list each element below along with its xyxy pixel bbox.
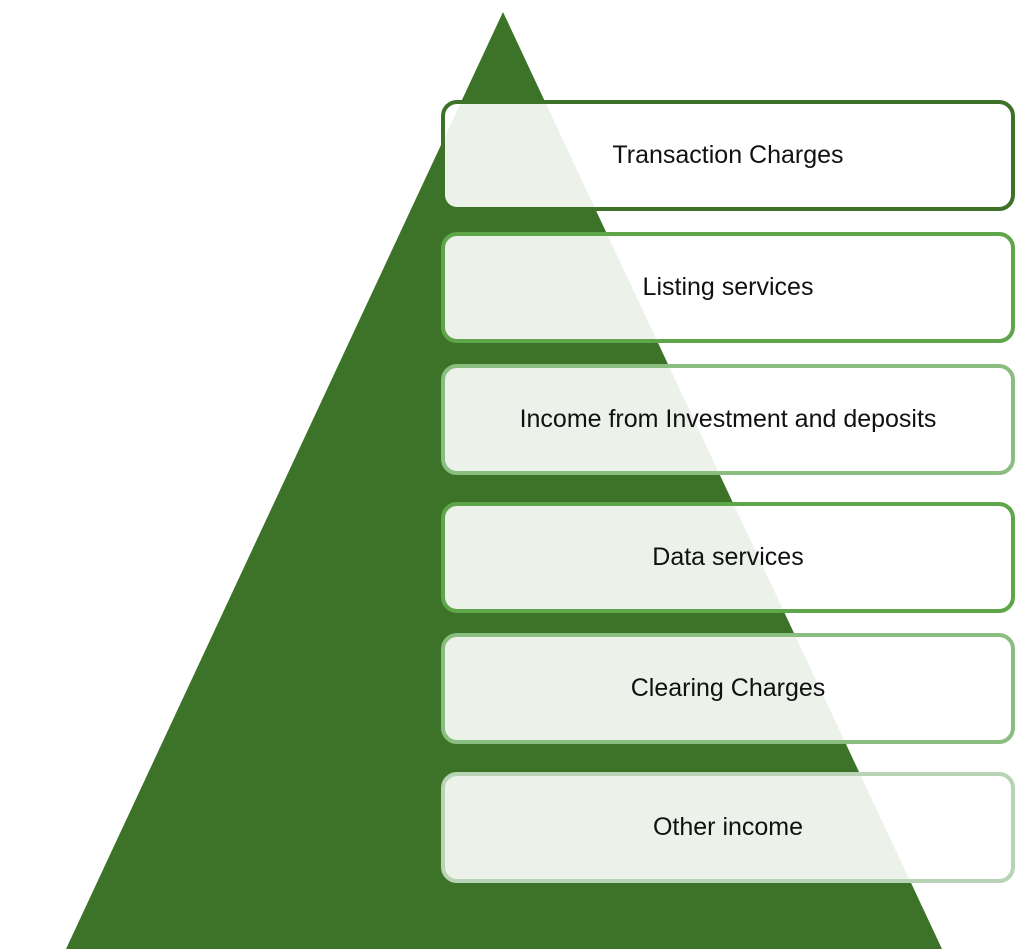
pyramid-level-1: Transaction Charges [441, 100, 1015, 211]
pyramid-level-4: Data services [441, 502, 1015, 613]
pyramid-level-2: Listing services [441, 232, 1015, 343]
level-label: Listing services [642, 273, 814, 301]
pyramid-level-5: Clearing Charges [441, 633, 1015, 744]
level-label: Data services [652, 543, 804, 571]
level-label: Transaction Charges [612, 141, 844, 169]
level-label: Other income [652, 813, 804, 841]
level-label: Income from Investment and deposits [519, 405, 937, 433]
pyramid-level-6: Other income [441, 772, 1015, 883]
pyramid-level-3: Income from Investment and deposits [441, 364, 1015, 475]
level-label: Clearing Charges [630, 674, 826, 702]
